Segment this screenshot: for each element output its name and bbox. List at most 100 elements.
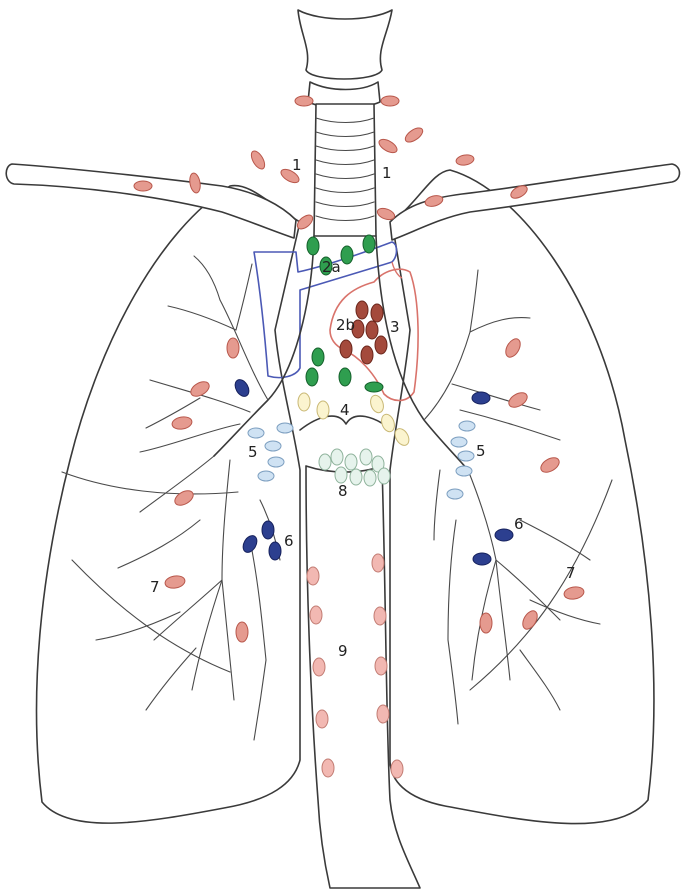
lymph-node-lightgreen (330, 448, 344, 466)
lymph-node-lightgreen (371, 455, 385, 473)
lymph-node-brown (360, 345, 374, 365)
lymph-node-navy (242, 535, 258, 553)
lymph-node-pink (380, 95, 400, 107)
lymph-node-pink (378, 138, 398, 154)
lymph-node-green (319, 256, 333, 276)
station-label-1-left: 1 (292, 156, 302, 174)
station-label-2a: 2a (322, 258, 341, 276)
lymph-node-yellow (370, 394, 384, 414)
lymph-node-pink (294, 95, 314, 107)
lymph-node-navy (261, 520, 275, 540)
lymph-node-brown (351, 319, 365, 339)
station-label-7-right: 7 (566, 564, 576, 582)
station-label-8: 8 (338, 482, 348, 500)
lymph-node-green (340, 245, 354, 265)
lymph-node-pink (174, 490, 194, 506)
lymph-node-eso (321, 758, 335, 778)
lymph-node-lightgreen (377, 467, 391, 485)
lymph-node-pink (522, 610, 538, 630)
lymph-node-brown (370, 303, 384, 323)
lymph-node-pink (235, 621, 249, 643)
left-clavicle (389, 163, 681, 241)
lymph-node-lightblue (458, 420, 476, 432)
lymph-node-brown (365, 320, 379, 340)
station-label-5-left: 5 (248, 443, 258, 461)
lymph-node-green (306, 236, 320, 256)
station-label-6-left: 6 (284, 532, 294, 550)
lymph-node-lightblue (276, 422, 294, 434)
lymph-node-lightgreen (349, 468, 363, 486)
lymph-node-eso (306, 566, 320, 586)
station-label-5-right: 5 (476, 442, 486, 460)
lymph-node-yellow (381, 413, 395, 433)
lymph-node-pink (479, 612, 493, 634)
lymph-node-brown (374, 335, 388, 355)
lymph-node-yellow (394, 428, 410, 446)
lymph-node-pink (190, 381, 210, 397)
lymph-node-lightblue (455, 465, 473, 477)
lymph-node-lightgreen (318, 453, 332, 471)
lymph-node-lightgreen (334, 466, 348, 484)
esophagus (305, 465, 421, 889)
lymph-node-brown (339, 339, 353, 359)
lymph-node-pink (164, 575, 186, 589)
lymph-node-lightblue (257, 470, 275, 482)
lymph-node-pink (133, 180, 153, 192)
lymph-node-lightgreen (344, 453, 358, 471)
station-label-9: 9 (338, 642, 348, 660)
lymph-node-eso (315, 709, 329, 729)
left-fissure (469, 479, 613, 691)
lymph-node-pink (424, 195, 444, 207)
lymph-node-navy (471, 391, 491, 405)
right-clavicle (5, 163, 297, 239)
lymph-node-green (338, 367, 352, 387)
lymph-node-eso (373, 606, 387, 626)
lymph-node-yellow (316, 400, 330, 420)
lymph-node-eso (390, 759, 404, 779)
lymph-node-lightgreen (363, 469, 377, 487)
lymph-node-pink (510, 185, 528, 199)
lymph-node-pink (171, 416, 193, 430)
lymph-node-pink (189, 172, 201, 194)
station-label-2b: 2b (336, 316, 355, 334)
left-bronchial-tree (423, 269, 601, 725)
left-lung (389, 169, 655, 825)
lymph-node-navy (234, 379, 250, 397)
lymph-node-pink (280, 168, 300, 184)
station-label-4: 4 (340, 401, 350, 419)
lymph-node-pink (250, 150, 266, 170)
lymph-node-pink (226, 337, 240, 359)
lymph-node-lightblue (457, 450, 475, 462)
lymph-node-navy (494, 528, 514, 542)
lymph-node-green (362, 234, 376, 254)
left-main-bronchus (375, 235, 469, 471)
lymph-node-pink (505, 338, 521, 358)
brachiocephalic-vein (253, 241, 398, 379)
lymph-node-eso (312, 657, 326, 677)
lymph-node-pink (376, 207, 396, 221)
right-lung (35, 184, 301, 824)
lymph-node-green (305, 367, 319, 387)
lymph-node-brown (355, 300, 369, 320)
right-main-bronchus (213, 235, 315, 457)
lymph-node-pink (455, 154, 475, 166)
lymph-node-pink (508, 392, 528, 408)
station-label-1-right: 1 (382, 164, 392, 182)
lymph-node-lightgreen (359, 448, 373, 466)
station-label-6-right: 6 (514, 515, 524, 533)
lymph-node-pink (540, 457, 560, 473)
carina (299, 415, 393, 431)
right-fissure-upper (61, 471, 239, 495)
aorta-branch (391, 261, 403, 279)
right-fissure-lower (71, 559, 231, 673)
lymph-node-lightblue (247, 427, 265, 439)
station-label-7-left: 7 (150, 578, 160, 596)
lymph-node-lightblue (450, 436, 468, 448)
lymph-node-navy (472, 552, 492, 566)
lymph-node-green (311, 347, 325, 367)
station-label-3: 3 (390, 318, 400, 336)
lymph-node-eso (374, 656, 388, 676)
lymph-node-pink (296, 214, 314, 230)
